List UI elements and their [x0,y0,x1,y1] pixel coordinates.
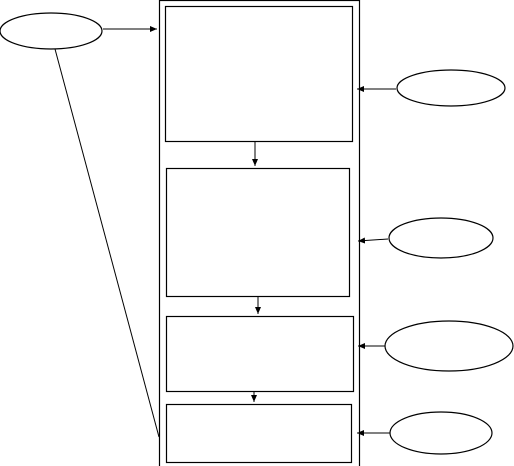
input-right-4-ellipse [389,411,493,455]
block-4 [165,403,353,464]
input-top-left-ellipse [0,12,103,50]
block-3 [165,315,355,393]
block-2 [165,167,351,298]
input-right-1-ellipse [396,69,506,107]
connector-right-2 [357,237,389,244]
input-right-3-ellipse [384,320,514,372]
connector-top-left-diagonal [54,48,160,438]
block-1 [164,5,354,143]
input-right-2-ellipse [388,217,494,259]
